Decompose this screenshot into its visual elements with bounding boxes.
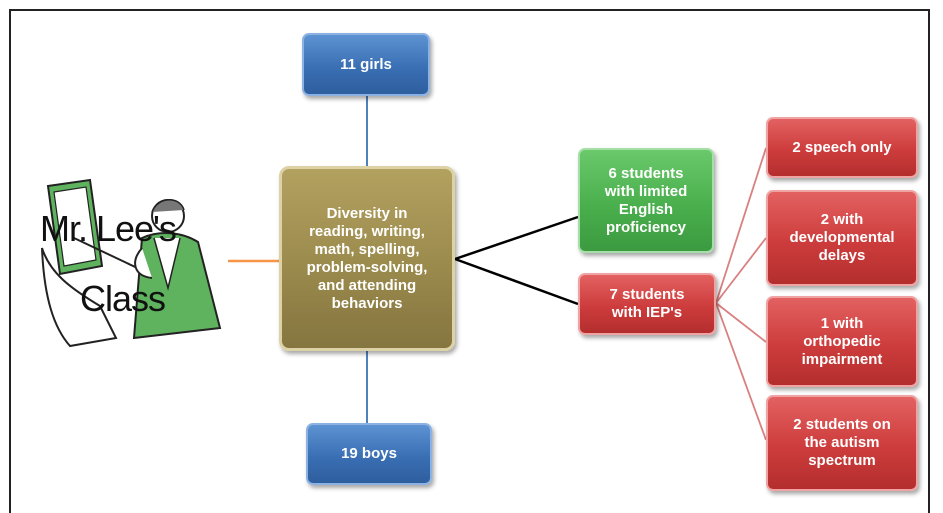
iep-speech-node: 2 speech only [766, 117, 918, 178]
iep-orthopedic-node: 1 with orthopedic impairment [766, 296, 918, 387]
class-logo: Mr. Lee's Class [30, 178, 235, 358]
iep-developmental-node: 2 with developmental delays [766, 190, 918, 286]
class-title-line1: Mr. Lee's [40, 208, 177, 249]
boys-node: 19 boys [306, 423, 432, 485]
diagram-frame [9, 9, 930, 513]
connector-iep-speech [715, 147, 767, 304]
girls-node: 11 girls [302, 33, 430, 96]
center-node: Diversity in reading, writing, math, spe… [279, 166, 455, 351]
connector-iep-autism [715, 302, 767, 441]
connector-iep-orthopedic [715, 302, 767, 343]
connector-iep-developmental [715, 237, 767, 304]
iep-node: 7 students with IEP's [578, 273, 716, 335]
class-title-line2: Class [80, 278, 166, 319]
iep-autism-node: 2 students on the autism spectrum [766, 395, 918, 491]
connector-center-english [454, 215, 579, 261]
connector-center-iep [454, 257, 579, 306]
english-proficiency-node: 6 students with limited English proficie… [578, 148, 714, 253]
teacher-clipart-icon [41, 178, 222, 348]
